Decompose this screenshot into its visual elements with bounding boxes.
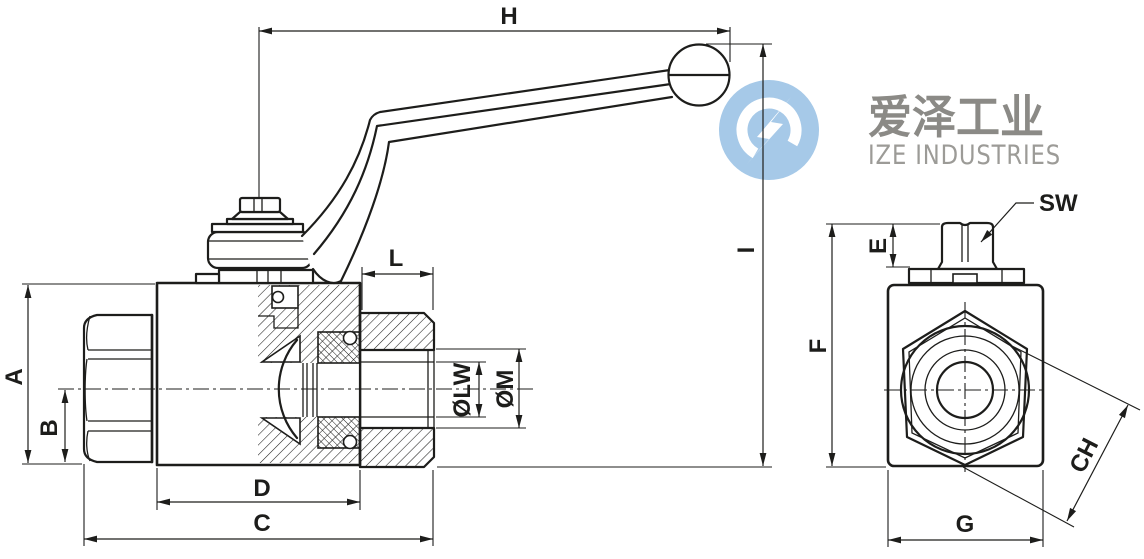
dim-label-om: ØM <box>492 370 519 409</box>
dim-label-f: F <box>805 339 832 354</box>
dim-label-d: D <box>253 475 270 502</box>
dim-label-sw: SW <box>1039 190 1078 217</box>
dim-label-h: H <box>500 3 517 30</box>
dim-label-a: A <box>1 368 28 385</box>
logo-bolt-icon <box>746 97 791 165</box>
dim-label-e: E <box>865 238 892 254</box>
dim-label-olw: ØLW <box>449 362 476 417</box>
handle-lever <box>300 43 731 285</box>
watermark-english-text: IZE INDUSTRIES <box>868 140 1061 171</box>
end-view-stem <box>907 221 1026 285</box>
dim-label-ch: CH <box>1064 434 1104 477</box>
dim-label-g: G <box>956 511 975 538</box>
dim-label-b: B <box>36 419 63 436</box>
dimensions-side-view: H I L A B ØLW <box>1 3 772 546</box>
watermark-logo: 爱泽工业 IZE INDUSTRIES <box>719 80 1061 180</box>
valve-end-view: E F SW G CH <box>805 190 1141 547</box>
stem-nut <box>238 196 282 214</box>
dim-label-l: L <box>389 245 404 272</box>
stem-assembly <box>194 196 315 285</box>
dim-label-c: C <box>253 510 270 537</box>
watermark-chinese-text: 爱泽工业 <box>868 90 1044 144</box>
dim-label-i: I <box>733 247 760 254</box>
right-port <box>358 281 436 469</box>
valve-side-view: H I L A B ØLW <box>1 3 772 546</box>
valve-body <box>150 281 362 467</box>
